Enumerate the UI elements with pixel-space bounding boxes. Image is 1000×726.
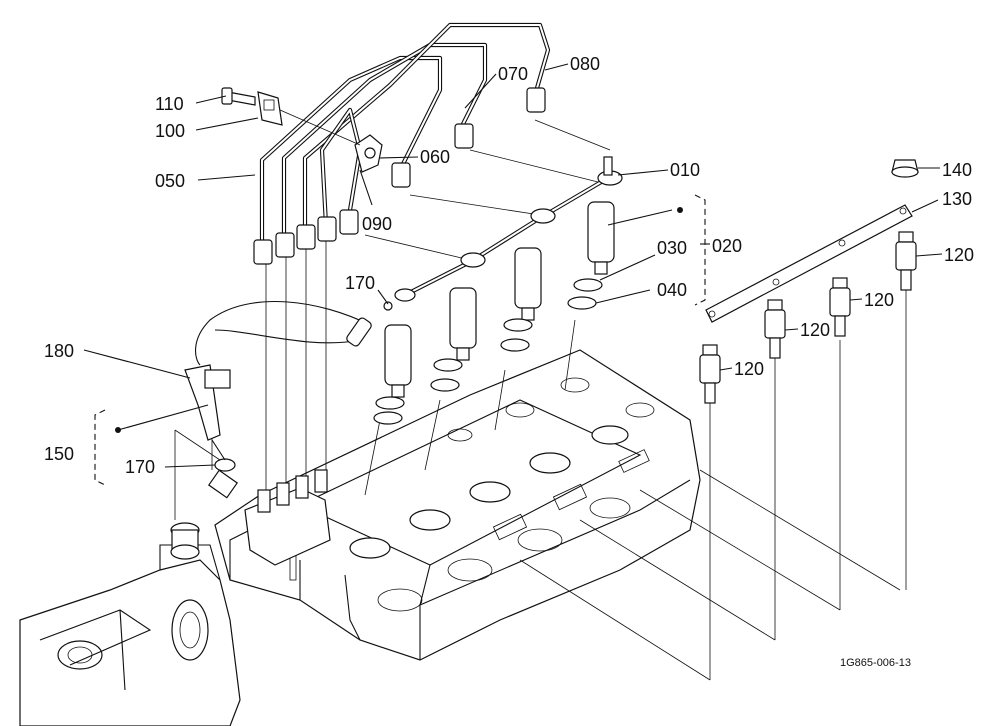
group-brackets — [94, 194, 706, 486]
reference-code: 1G865-006-13 — [840, 657, 911, 669]
callout-180: 180 — [44, 341, 74, 361]
glow-plugs — [699, 231, 917, 404]
callout-100: 100 — [155, 121, 185, 141]
glow-plug-2 — [764, 299, 786, 359]
callouts: 110 100 050 070 080 060 090 010 170 030 … — [44, 54, 974, 669]
return-hose — [184, 300, 393, 472]
callout-110: 110 — [155, 94, 184, 114]
callout-050: 050 — [155, 171, 185, 191]
callout-170-bottom: 170 — [125, 457, 155, 477]
callout-140: 140 — [942, 160, 972, 180]
callout-130: 130 — [942, 189, 972, 209]
callout-020: 020 — [712, 236, 742, 256]
nozzle-2 — [430, 287, 477, 392]
nozzle-1 — [373, 324, 412, 425]
callout-070: 070 — [498, 64, 528, 84]
callout-010: 010 — [670, 160, 700, 180]
assembly-lines — [174, 119, 907, 681]
callout-120-c: 120 — [864, 290, 894, 310]
pipe-clamp-090 — [354, 134, 383, 173]
cylinder-head — [214, 349, 701, 661]
nozzle-3 — [500, 247, 542, 352]
glow-plug-lead — [705, 159, 919, 323]
callout-090: 090 — [362, 214, 392, 234]
leak-off-pipe — [394, 156, 623, 302]
pipe-nuts — [253, 87, 546, 265]
head-ports — [349, 377, 655, 612]
glow-plug-3 — [829, 277, 851, 337]
nozzles — [373, 201, 615, 425]
pump-delivery-valves — [207, 469, 331, 566]
nozzle-4 — [567, 201, 615, 310]
callout-120-d: 120 — [944, 245, 974, 265]
callout-120-b: 120 — [800, 320, 830, 340]
callout-030: 030 — [657, 238, 687, 258]
glow-plug-1 — [699, 344, 721, 404]
glow-plug-4 — [895, 231, 917, 291]
clamp-bolt-plate — [221, 87, 361, 146]
callout-170-top: 170 — [345, 273, 375, 293]
leader-lines — [83, 63, 943, 468]
callout-080: 080 — [570, 54, 600, 74]
callout-060: 060 — [420, 147, 450, 167]
injection-pipes — [253, 22, 551, 265]
callout-040: 040 — [657, 280, 687, 300]
gear-case — [19, 522, 241, 726]
callout-150: 150 — [44, 444, 74, 464]
callout-120-a: 120 — [734, 359, 764, 379]
